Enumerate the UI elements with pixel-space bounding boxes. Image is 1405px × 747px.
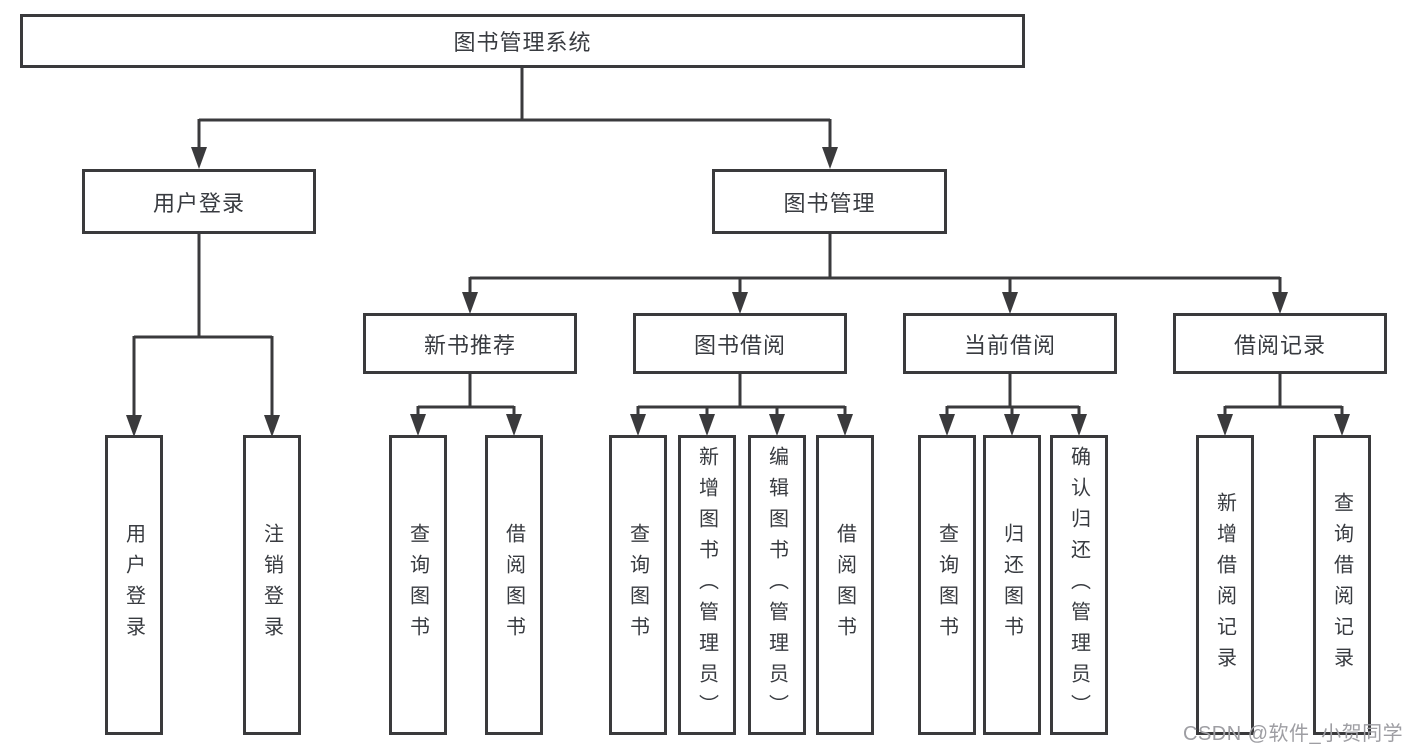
leaf-cb-query-books-label: 查询图书 [935, 523, 958, 647]
node-book-management: 图书管理 [712, 169, 947, 234]
leaf-br-query-record-label: 查询借阅记录 [1330, 492, 1353, 678]
leaf-cb-return-books: 归还图书 [983, 435, 1041, 735]
node-book-borrowing: 图书借阅 [633, 313, 847, 374]
leaf-bb-query-books: 查询图书 [609, 435, 667, 735]
node-library-system: 图书管理系统 [20, 14, 1025, 68]
node-borrow-records: 借阅记录 [1173, 313, 1387, 374]
leaf-logout-label: 注销登录 [260, 523, 283, 647]
leaf-nb-borrow-books: 借阅图书 [485, 435, 543, 735]
leaf-br-add-record: 新增借阅记录 [1196, 435, 1254, 735]
node-new-book-recommend-label: 新书推荐 [423, 332, 516, 358]
leaf-nb-query-books-label: 查询图书 [406, 523, 429, 647]
node-book-management-label: 图书管理 [783, 190, 876, 216]
node-current-borrowing: 当前借阅 [903, 313, 1117, 374]
leaf-br-query-record: 查询借阅记录 [1313, 435, 1371, 735]
leaf-bb-add-books-admin: 新增图书（管理员） [678, 435, 736, 735]
leaf-br-add-record-label: 新增借阅记录 [1213, 492, 1236, 678]
leaf-bb-query-books-label: 查询图书 [626, 523, 649, 647]
leaf-cb-query-books: 查询图书 [918, 435, 976, 735]
node-current-borrowing-label: 当前借阅 [963, 332, 1056, 358]
leaf-nb-query-books: 查询图书 [389, 435, 447, 735]
leaf-nb-borrow-books-label: 借阅图书 [502, 523, 525, 647]
node-book-borrowing-label: 图书借阅 [693, 332, 786, 358]
leaf-bb-edit-books-admin: 编辑图书（管理员） [748, 435, 806, 735]
leaf-bb-edit-books-admin-label: 编辑图书（管理员） [765, 445, 788, 725]
leaf-cb-confirm-return-admin: 确认归还（管理员） [1050, 435, 1108, 735]
watermark-csdn: CSDN @软件_小贺同学 [1183, 723, 1404, 745]
leaf-bb-borrow-books-label: 借阅图书 [833, 523, 856, 647]
leaf-bb-add-books-admin-label: 新增图书（管理员） [695, 445, 718, 725]
leaf-logout: 注销登录 [243, 435, 301, 735]
leaf-user-login: 用户登录 [105, 435, 163, 735]
leaf-cb-return-books-label: 归还图书 [1000, 523, 1023, 647]
node-borrow-records-label: 借阅记录 [1233, 332, 1326, 358]
node-new-book-recommend: 新书推荐 [363, 313, 577, 374]
leaf-cb-confirm-return-admin-label: 确认归还（管理员） [1067, 445, 1090, 725]
arrowheads [126, 147, 1350, 437]
leaf-user-login-label: 用户登录 [122, 523, 145, 647]
leaf-bb-borrow-books: 借阅图书 [816, 435, 874, 735]
node-user-login-label: 用户登录 [152, 190, 245, 216]
node-library-system-label: 图书管理系统 [453, 30, 592, 55]
node-user-login: 用户登录 [82, 169, 316, 234]
